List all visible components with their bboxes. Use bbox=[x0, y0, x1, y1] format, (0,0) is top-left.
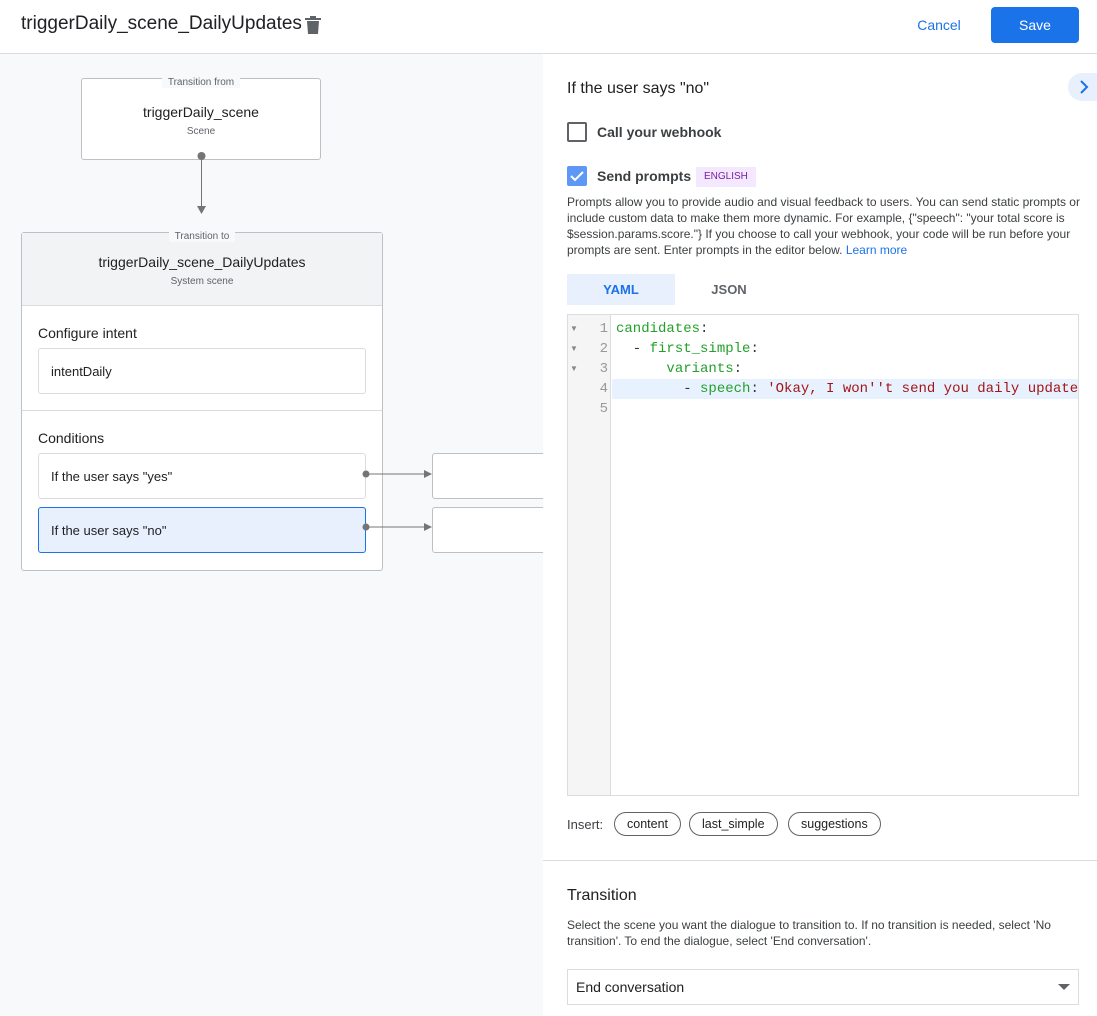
yaml-key: variants bbox=[666, 361, 734, 377]
description-text: Prompts allow you to provide audio and v… bbox=[567, 195, 1080, 257]
from-scene-type: Scene bbox=[186, 126, 216, 137]
transition-to-tag: Transition to bbox=[168, 231, 236, 242]
dropdown-arrow-icon bbox=[1058, 984, 1070, 990]
condition-yes[interactable]: If the user says "yes" bbox=[38, 453, 366, 499]
fold-icons[interactable]: ▼▼▼ bbox=[570, 324, 578, 373]
scene-canvas: Transition from triggerDaily_scene Scene… bbox=[0, 54, 543, 1016]
condition-panel: If the user says "no" Call your webhook … bbox=[543, 54, 1097, 1016]
transition-title: Transition bbox=[567, 887, 637, 904]
conditions-label: Conditions bbox=[38, 430, 105, 446]
transition-from-card[interactable]: Transition from triggerDaily_scene Scene bbox=[81, 77, 321, 160]
collapse-panel-button[interactable] bbox=[1068, 73, 1097, 101]
header: triggerDaily_scene_DailyUpdates Cancel S… bbox=[0, 0, 1097, 54]
intent-name: intentDaily bbox=[51, 363, 112, 379]
save-button[interactable]: Save bbox=[991, 7, 1079, 43]
condition-label: If the user says "yes" bbox=[51, 468, 173, 484]
transition-description: Select the scene you want the dialogue t… bbox=[567, 918, 1051, 948]
prompts-description: Prompts allow you to provide audio and v… bbox=[567, 194, 1082, 258]
tab-json[interactable]: JSON bbox=[711, 282, 747, 297]
connector-arrow bbox=[197, 152, 206, 214]
tab-yaml[interactable]: YAML bbox=[567, 274, 675, 305]
intent-field[interactable]: intentDaily bbox=[38, 348, 366, 394]
panel-title: If the user says "no" bbox=[567, 80, 710, 97]
from-scene-name: triggerDaily_scene bbox=[143, 104, 259, 120]
yes-target-card[interactable] bbox=[432, 453, 543, 499]
active-line-highlight bbox=[612, 379, 1078, 399]
transition-from-tag: Transition from bbox=[161, 77, 241, 88]
line-number: 4 bbox=[599, 381, 608, 397]
condition-no[interactable]: If the user says "no" bbox=[38, 507, 366, 553]
prompts-checkbox[interactable] bbox=[567, 166, 587, 186]
chevron-right-icon bbox=[1080, 80, 1089, 94]
line-number: 3 bbox=[599, 361, 608, 377]
configure-intent-label: Configure intent bbox=[38, 325, 137, 341]
line-number: 2 bbox=[599, 341, 608, 357]
cancel-button[interactable]: Cancel bbox=[905, 8, 973, 42]
trash-icon[interactable] bbox=[304, 15, 322, 35]
prompts-label: Send prompts bbox=[597, 168, 692, 184]
webhook-checkbox[interactable] bbox=[567, 122, 587, 142]
insert-chip-suggestions[interactable]: suggestions bbox=[788, 812, 881, 836]
line-number: 1 bbox=[599, 321, 608, 337]
insert-chip-content[interactable]: content bbox=[614, 812, 682, 836]
yaml-key: candidates bbox=[616, 321, 701, 337]
transition-to-card: Transition to triggerDaily_scene_DailyUp… bbox=[21, 231, 383, 571]
code-lines: candidates: - first_simple: variants: - … bbox=[616, 321, 1078, 397]
yaml-key: speech bbox=[700, 381, 751, 397]
webhook-label: Call your webhook bbox=[597, 124, 722, 140]
line-number: 5 bbox=[599, 401, 608, 417]
yaml-string: 'Okay, I won''t send you daily update bbox=[767, 381, 1078, 397]
divider bbox=[543, 860, 1097, 861]
transition-select[interactable]: End conversation bbox=[567, 969, 1079, 1005]
to-scene-type: System scene bbox=[170, 276, 234, 287]
check-icon bbox=[570, 171, 584, 182]
condition-connectors bbox=[362, 470, 432, 531]
to-scene-name: triggerDaily_scene_DailyUpdates bbox=[98, 254, 306, 270]
learn-more-link[interactable]: Learn more bbox=[845, 243, 908, 257]
language-badge: ENGLISH bbox=[696, 167, 756, 187]
insert-label: Insert: bbox=[567, 817, 604, 832]
selected-transition: End conversation bbox=[576, 979, 685, 995]
condition-label: If the user says "no" bbox=[51, 522, 167, 538]
insert-chip-last-simple[interactable]: last_simple bbox=[689, 812, 778, 836]
page-title: triggerDaily_scene_DailyUpdates bbox=[21, 13, 302, 34]
no-target-card[interactable] bbox=[432, 507, 543, 553]
yaml-key: first_simple bbox=[649, 341, 751, 357]
code-editor[interactable]: ▼▼▼ 1 2 3 4 5 candidates: - first_simple… bbox=[567, 314, 1079, 796]
line-numbers: 1 2 3 4 5 bbox=[582, 319, 608, 419]
editor-gutter bbox=[568, 315, 611, 795]
